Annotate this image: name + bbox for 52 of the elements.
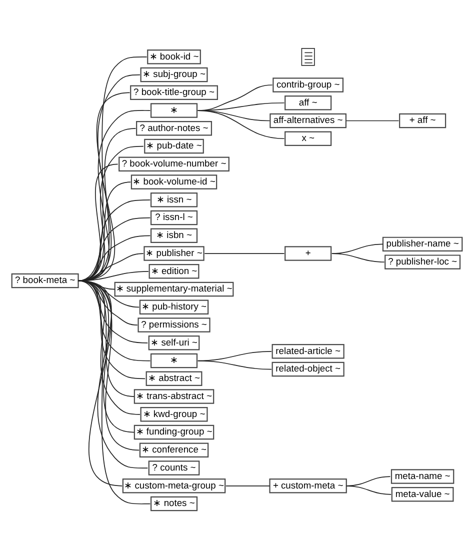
node-box: meta-name ~ bbox=[390, 468, 454, 484]
node-box: ∗ funding-group ~ bbox=[134, 424, 214, 440]
connector bbox=[226, 484, 270, 486]
node-box: ? permissions ~ bbox=[138, 317, 210, 332]
node-box: ∗ trans-abstract ~ bbox=[134, 388, 214, 404]
node-box: ∗ custom-meta-group ~ bbox=[122, 478, 226, 493]
node-box: ∗ self-uri ~ bbox=[148, 335, 200, 350]
connector bbox=[78, 198, 151, 281]
node-box: ∗ publisher ~ bbox=[144, 246, 204, 260]
node-box: ∗ subj-group ~ bbox=[140, 66, 208, 82]
node-box: ∗ conference ~ bbox=[139, 442, 209, 458]
node-box: ∗ supplementary-material ~ bbox=[114, 281, 234, 296]
node-box: ∗ bbox=[150, 352, 198, 368]
node-box: ∗ isbn ~ bbox=[150, 228, 198, 243]
node-box: ∗ abstract ~ bbox=[146, 370, 202, 386]
node-box: ∗ pub-date ~ bbox=[144, 138, 204, 154]
node-box: related-object ~ bbox=[272, 361, 344, 376]
connector bbox=[346, 120, 400, 121]
connector bbox=[78, 216, 151, 281]
node-box: ? issn-l ~ bbox=[150, 210, 198, 225]
node-box: + aff ~ bbox=[399, 112, 446, 128]
connector bbox=[346, 484, 392, 494]
connector bbox=[204, 252, 285, 254]
connector bbox=[78, 234, 151, 281]
node-box: ? book-title-group ~ bbox=[130, 84, 218, 100]
node-box: + custom-meta ~ bbox=[269, 478, 347, 493]
node-box: aff-alternatives ~ bbox=[270, 112, 346, 128]
node-box: x ~ bbox=[284, 130, 332, 146]
connector bbox=[197, 110, 285, 139]
connector bbox=[78, 280, 151, 504]
node-box: publisher-name ~ bbox=[382, 236, 463, 252]
node-box: ∗ notes ~ bbox=[150, 496, 198, 511]
node-box: related-article ~ bbox=[272, 344, 344, 358]
node-box: ∗ book-volume-id ~ bbox=[130, 174, 218, 189]
node-box: ? book-volume-number ~ bbox=[118, 156, 230, 172]
node-box: contrib-group ~ bbox=[272, 77, 344, 92]
connector bbox=[331, 252, 385, 262]
node-box: ∗ book-id ~ bbox=[147, 49, 201, 64]
node-box: meta-value ~ bbox=[391, 486, 454, 502]
node-box: aff ~ bbox=[284, 95, 332, 110]
node-box: ? book-meta ~ bbox=[11, 272, 79, 288]
node-box: ? counts ~ bbox=[148, 460, 200, 475]
connector bbox=[78, 110, 151, 281]
node-box: ∗ kwd-group ~ bbox=[140, 406, 208, 422]
node-box: ∗ bbox=[150, 102, 198, 118]
node-box: ? author-notes ~ bbox=[136, 120, 212, 136]
node-box: ∗ pub-history ~ bbox=[139, 299, 209, 314]
node-box: ∗ issn ~ bbox=[150, 192, 198, 207]
node-box: + bbox=[284, 246, 332, 260]
connector bbox=[197, 360, 272, 370]
node-box: ? publisher-loc ~ bbox=[384, 254, 461, 269]
node-box: ∗ edition ~ bbox=[148, 264, 200, 278]
